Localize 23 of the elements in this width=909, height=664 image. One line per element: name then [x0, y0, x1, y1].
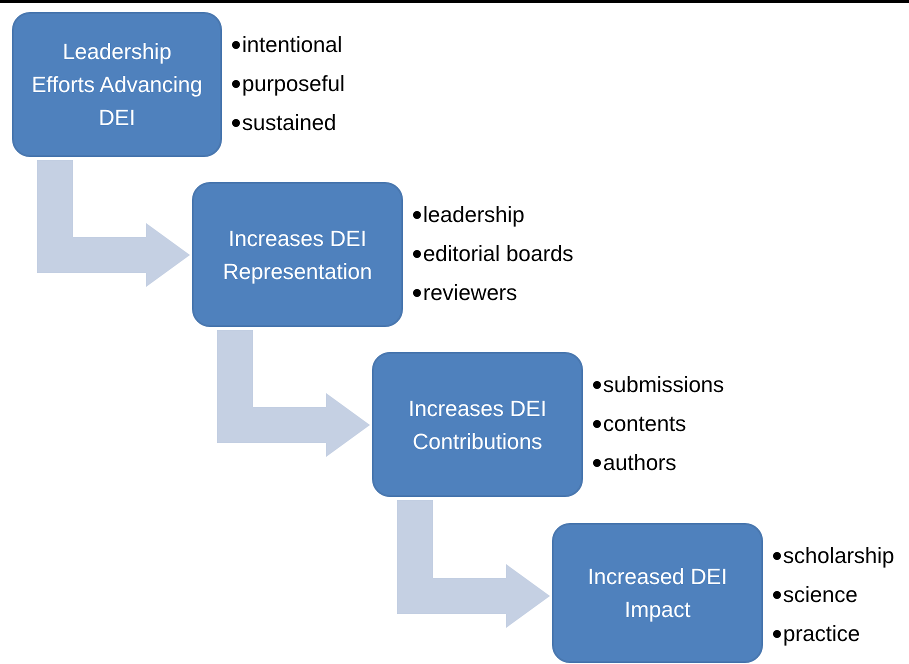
box-title: Increases DEI Representation — [222, 224, 374, 286]
bullet-item: submissions — [603, 371, 724, 399]
bullet-item: editorial boards — [423, 240, 574, 268]
process-box — [192, 182, 403, 327]
arrow — [397, 500, 550, 628]
bullet-item: intentional — [242, 31, 342, 59]
process-box — [552, 523, 763, 663]
box-title: Increases DEI Contributions — [407, 394, 548, 456]
bullet-item: purposeful — [242, 70, 345, 98]
bullet-item: practice — [783, 620, 860, 648]
bullet-item: scholarship — [783, 542, 894, 570]
bullet-item: contents — [603, 410, 686, 438]
box-title: Increased DEI Impact — [586, 563, 728, 624]
bullet-item: leadership — [423, 201, 525, 229]
arrow — [37, 160, 190, 287]
process-box — [12, 12, 222, 157]
box-title: Leadership Efforts Advancing DEI — [30, 38, 204, 132]
bullet-item: reviewers — [423, 279, 518, 307]
arrow — [217, 330, 370, 457]
bullet-item: authors — [603, 449, 676, 477]
bullet-item: sustained — [242, 109, 336, 137]
process-box — [372, 352, 583, 497]
bullet-item: science — [783, 581, 858, 609]
